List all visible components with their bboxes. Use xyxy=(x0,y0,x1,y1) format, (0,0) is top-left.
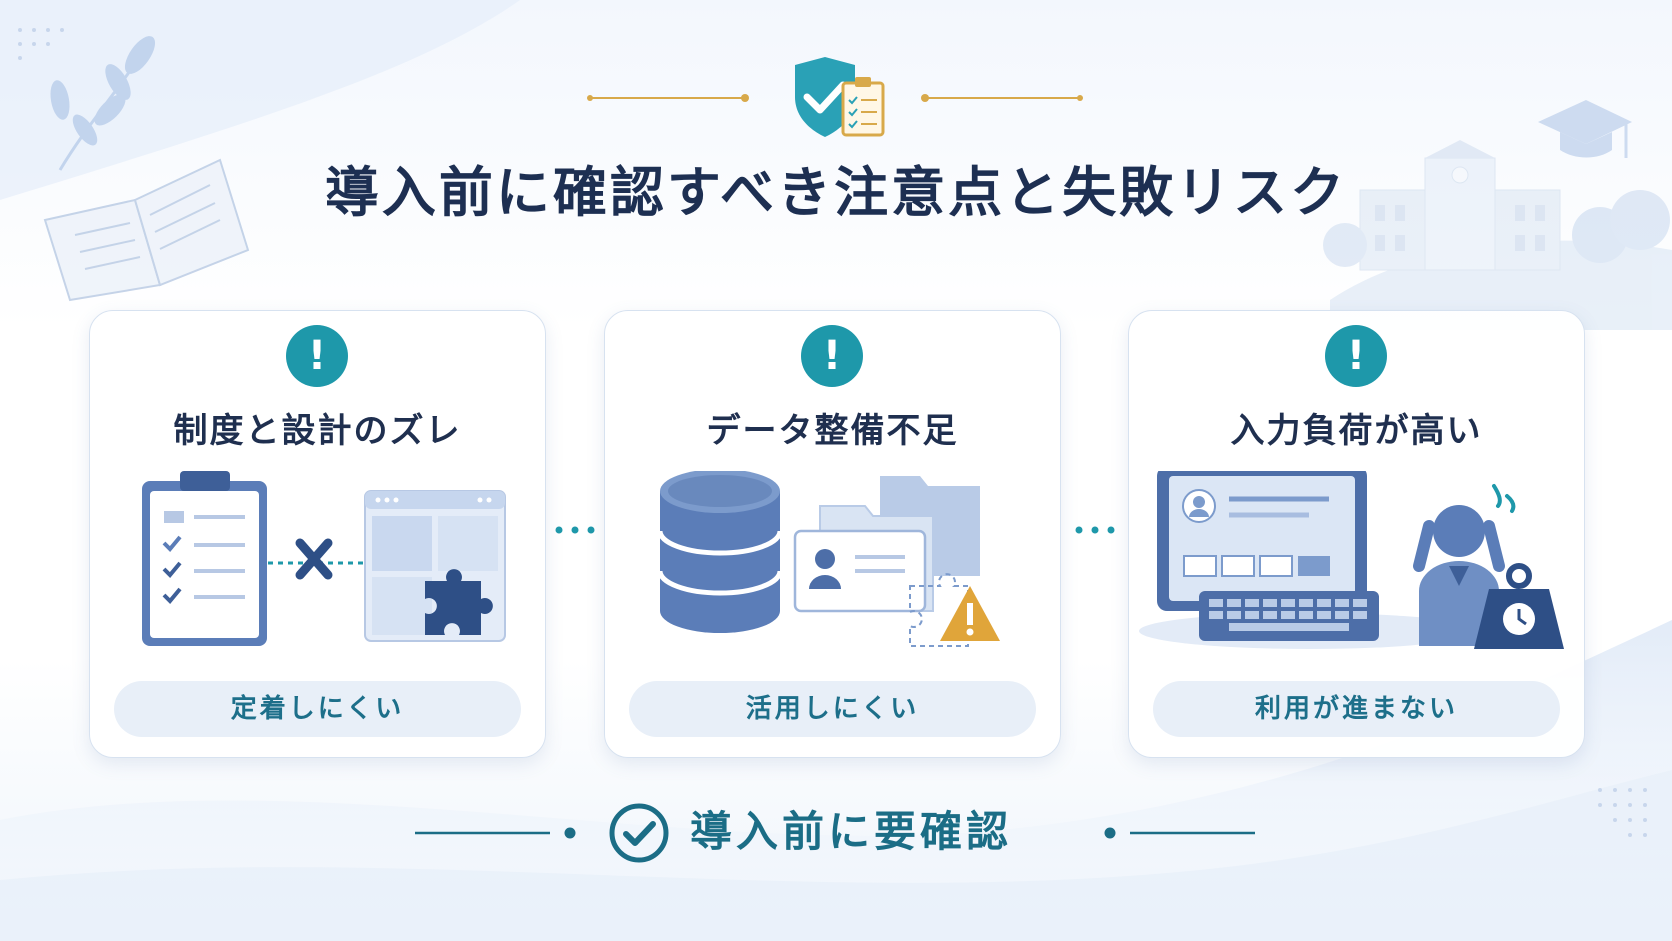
leaf-branch-icon xyxy=(50,36,156,171)
database-folder-warning-icon xyxy=(657,471,1000,647)
page-title: 導入前に確認すべき注意点と失敗リスク xyxy=(324,160,1348,224)
card-title: 制度と設計のズレ xyxy=(173,411,462,451)
alert-icon: ! xyxy=(801,325,863,387)
connector-dots xyxy=(1075,526,1115,534)
risk-card-data-shortage: ! データ整備不足 活用しにくい xyxy=(604,310,1061,758)
clipboard-icon xyxy=(841,77,885,137)
result-pill: 活用しにくい xyxy=(629,681,1036,737)
tablet-stressed-person-weight-icon xyxy=(1139,471,1564,649)
alert-icon: ! xyxy=(286,325,348,387)
database-icon xyxy=(657,471,783,633)
clipboard-puzzle-mismatch-icon xyxy=(142,471,506,646)
card-title: データ整備不足 xyxy=(706,411,959,451)
connector-dots xyxy=(555,526,595,534)
open-book-icon xyxy=(43,158,250,302)
card-title: 入力負荷が高い xyxy=(1230,411,1483,451)
weight-clock-icon xyxy=(1474,563,1564,649)
stressed-person-icon xyxy=(1413,484,1516,646)
risk-card-design-mismatch: ! 制度と設計のズレ 定着しにくい xyxy=(89,310,546,758)
header-emblem xyxy=(587,57,1083,137)
keyboard-icon xyxy=(1199,591,1379,641)
result-pill: 利用が進まない xyxy=(1153,681,1560,737)
shield-check-icon xyxy=(795,57,855,137)
risk-card-input-load: ! 入力負荷が高い xyxy=(1128,310,1585,758)
footer-lines xyxy=(415,827,1255,839)
graduation-cap-icon xyxy=(1538,100,1632,158)
check-circle-icon xyxy=(609,803,669,863)
result-pill: 定着しにくい xyxy=(114,681,521,737)
campus-building-icon xyxy=(1323,140,1672,330)
footer-banner: 導入前に要確認 xyxy=(0,790,1672,870)
warning-triangle-icon xyxy=(940,586,1000,641)
footer-text: 導入前に要確認 xyxy=(690,807,1013,856)
alert-icon: ! xyxy=(1325,325,1387,387)
tablet-icon xyxy=(1157,471,1367,611)
profile-card-icon xyxy=(793,529,927,613)
